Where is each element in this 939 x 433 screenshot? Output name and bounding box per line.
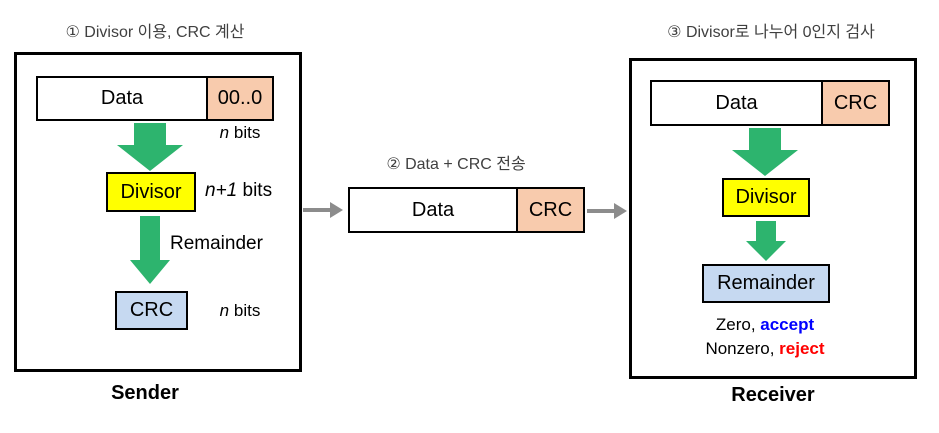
sender-nbits-bottom-label: n bits <box>219 301 261 320</box>
receiver-remainder-box: Remainder <box>702 264 830 303</box>
sender-label: Sender <box>111 382 179 404</box>
sender-n1bits-label: n+1 bits <box>205 180 273 201</box>
n-variable: n <box>219 301 230 320</box>
right-arrow-icon <box>303 202 343 218</box>
receiver-divisor-box: Divisor <box>722 178 810 217</box>
sender-data-row: Data 00..0 <box>36 76 274 121</box>
receiver-crc-cell: CRC <box>821 82 888 124</box>
channel-data-row: Data CRC <box>348 187 585 233</box>
nonzero-reject-line: Nonzero, reject <box>705 339 825 358</box>
reject-text: reject <box>779 339 825 358</box>
receiver-data-row: Data CRC <box>650 80 890 126</box>
receiver-label: Receiver <box>731 384 815 406</box>
receiver-data-cell: Data <box>652 82 821 124</box>
zero-accept-line: Zero, accept <box>715 315 815 334</box>
step3-title: ③ Divisor로 나누어 0인지 검사 <box>667 24 875 41</box>
channel-crc-cell: CRC <box>516 189 583 231</box>
right-arrow-icon <box>587 203 627 219</box>
channel-data-cell: Data <box>350 189 516 231</box>
n1-variable: n+1 <box>205 180 238 201</box>
down-arrow-icon <box>130 216 170 284</box>
down-arrow-icon <box>117 123 183 171</box>
sender-nbits-top-label: n bits <box>219 123 261 142</box>
sender-crc-box: CRC <box>115 291 188 330</box>
sender-padding-cell: 00..0 <box>206 78 272 119</box>
step1-title: ① Divisor 이용, CRC 계산 <box>65 24 245 41</box>
down-arrow-icon <box>746 221 786 261</box>
sender-remainder-caption: Remainder <box>170 233 263 254</box>
down-arrow-icon <box>732 128 798 176</box>
sender-divisor-box: Divisor <box>106 172 196 212</box>
step2-title: ② Data + CRC 전송 <box>386 156 526 173</box>
accept-text: accept <box>760 315 815 334</box>
sender-data-cell: Data <box>38 78 206 119</box>
n-variable: n <box>219 123 230 142</box>
